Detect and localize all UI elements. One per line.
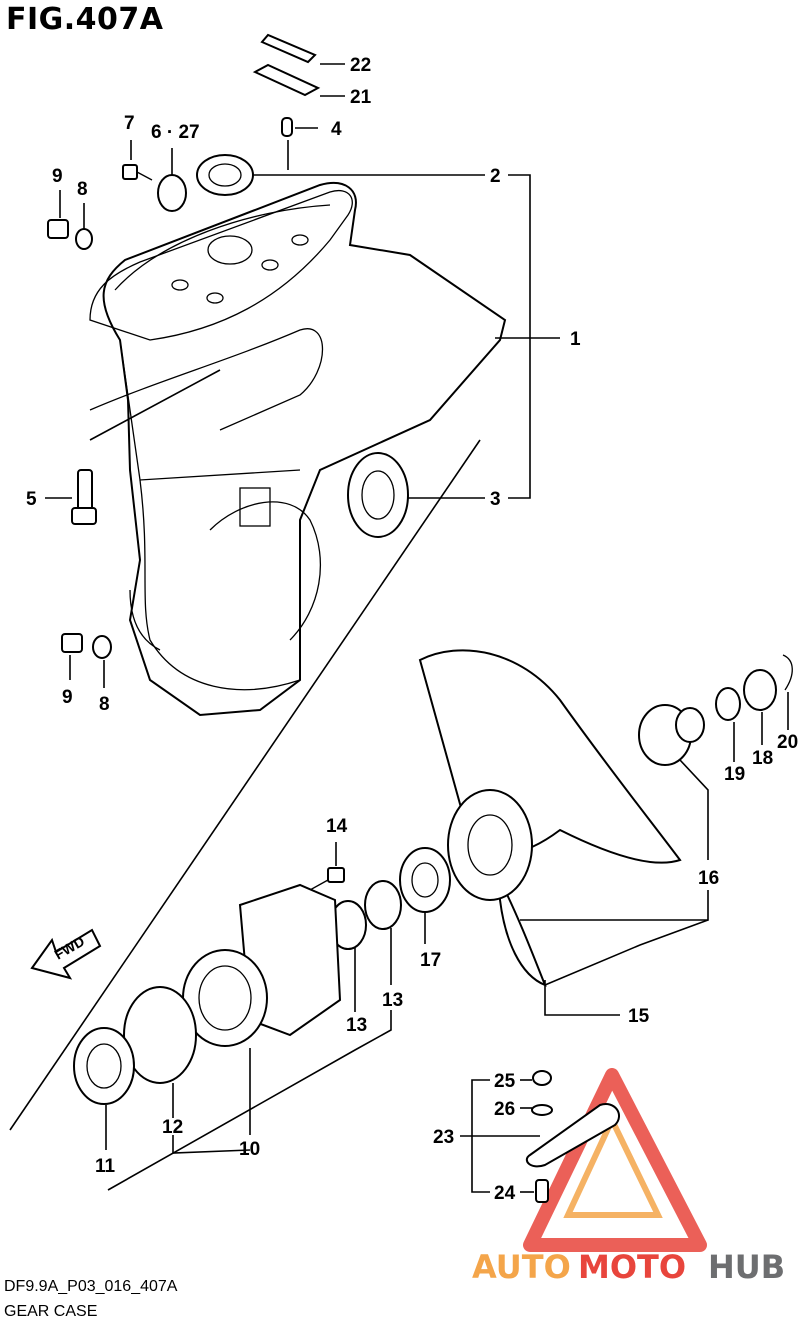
watermark-moto: MOTO [578, 1248, 686, 1286]
part-washer-19 [715, 687, 741, 721]
callout-15: 15 [628, 1006, 650, 1027]
figure-title: FIG.407A [6, 2, 164, 37]
callout-10: 10 [239, 1139, 260, 1160]
callout-7: 7 [124, 113, 135, 134]
part-23 [525, 1103, 620, 1168]
watermark-auto: AUTO [472, 1248, 571, 1286]
part-nut-18 [743, 669, 777, 711]
part-seal-11 [73, 1027, 135, 1105]
callout-12: 12 [162, 1117, 183, 1138]
part-25 [532, 1070, 552, 1086]
callout-13-upper: 13 [382, 990, 403, 1011]
part-oring-12 [123, 986, 197, 1084]
part-bolt-9-upper [47, 219, 69, 239]
part-17 [399, 847, 451, 913]
watermark-triangle-icon [523, 1068, 707, 1252]
callout-22: 22 [350, 55, 371, 76]
callout-6-27: 6 · 27 [151, 122, 200, 143]
callout-3: 3 [490, 489, 501, 510]
part-bolt-5 [71, 469, 97, 525]
callout-2: 2 [490, 166, 501, 187]
callout-8-upper: 8 [77, 179, 88, 200]
callout-20: 20 [777, 732, 798, 753]
part-13-a [364, 880, 402, 930]
part-washer-8-upper [75, 228, 93, 250]
callout-4: 4 [331, 119, 342, 140]
callout-24: 24 [494, 1183, 516, 1204]
part-bolt-14 [309, 867, 345, 891]
callout-21: 21 [350, 87, 372, 108]
watermark-hub: HUB [708, 1248, 785, 1286]
callout-17: 17 [420, 950, 441, 971]
callout-26: 26 [494, 1099, 515, 1120]
callout-18: 18 [752, 748, 773, 769]
part-seal-3 [347, 452, 409, 538]
figure-caption: GEAR CASE [4, 1303, 98, 1320]
watermark-text: AUTO MOTO HUB [472, 1248, 785, 1286]
callout-19: 19 [724, 764, 745, 785]
part-propeller-15 [418, 649, 682, 987]
callout-9-upper: 9 [52, 166, 63, 187]
part-pin-4 [281, 117, 293, 137]
callout-14: 14 [326, 816, 348, 837]
leader-lines [45, 63, 789, 1193]
callout-16: 16 [698, 868, 719, 889]
part-washer-8-lower [92, 635, 112, 659]
callout-labels: 1 2 3 4 5 6 · 27 7 8 8 9 9 10 11 12 13 1… [26, 55, 798, 1204]
part-carrier-10 [182, 883, 342, 1047]
gear-case-housing [89, 182, 507, 717]
callout-8-lower: 8 [99, 694, 110, 715]
part-21 [252, 63, 321, 97]
part-bearing-2 [196, 154, 254, 196]
callout-13-lower: 13 [346, 1015, 367, 1036]
fwd-arrow-icon [30, 928, 102, 980]
callout-25: 25 [494, 1071, 516, 1092]
part-bolt-9-lower [61, 633, 83, 653]
figure-code: DF9.9A_P03_016_407A [4, 1278, 178, 1295]
callout-5: 5 [26, 489, 37, 510]
callout-9-lower: 9 [62, 687, 73, 708]
part-spacer-6 [157, 174, 187, 212]
callout-23: 23 [433, 1127, 454, 1148]
part-26 [531, 1104, 553, 1116]
callout-1: 1 [570, 329, 581, 350]
part-bushing-16 [638, 704, 705, 766]
part-24 [535, 1179, 549, 1203]
part-bolt-7 [122, 164, 153, 181]
callout-11: 11 [95, 1156, 116, 1177]
part-cotter-20 [782, 654, 793, 691]
axis-line [9, 439, 481, 1131]
part-22 [260, 33, 317, 64]
